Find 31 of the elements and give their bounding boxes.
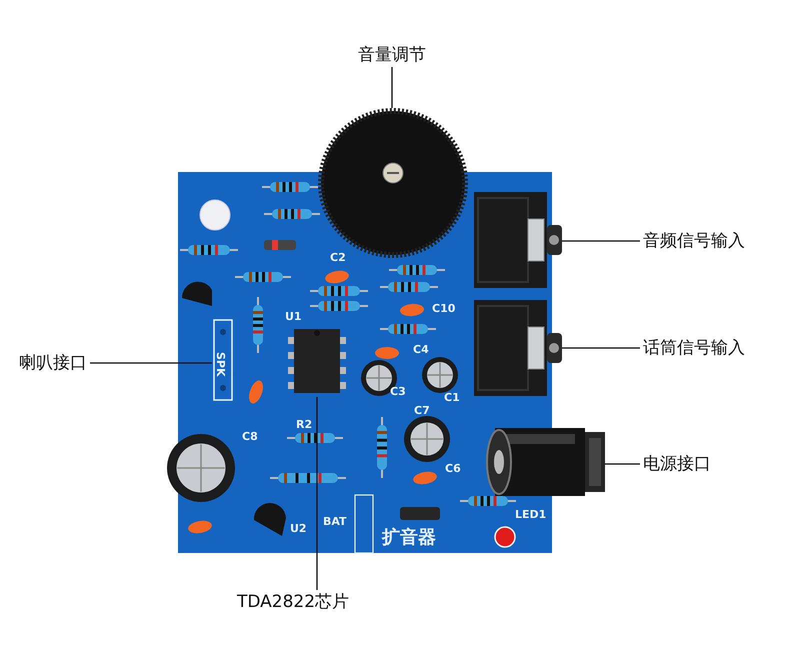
- callout-label: 音量调节: [355, 43, 429, 67]
- audio-jack: [474, 192, 562, 288]
- silkscreen-label: R2: [296, 419, 312, 431]
- callout-label: 话筒信号输入: [640, 336, 748, 360]
- callout-label: 喇叭接口: [16, 351, 90, 375]
- silkscreen-label: C1: [444, 392, 460, 404]
- callout-label: TDA2822芯片: [234, 590, 352, 614]
- speaker-pads: [212, 318, 234, 402]
- silkscreen-label: C2: [330, 252, 346, 264]
- silkscreen-label: C7: [414, 405, 430, 417]
- silkscreen-label: C6: [445, 463, 461, 475]
- leader-line: [605, 463, 640, 465]
- callout-label: 音频信号输入: [640, 229, 748, 253]
- silkscreen-label: BAT: [323, 516, 347, 528]
- silkscreen-label: U1: [285, 311, 302, 323]
- silkscreen-label: 扩音器: [382, 528, 436, 548]
- silkscreen-label: U2: [290, 523, 307, 535]
- silkscreen-label: C8: [242, 431, 258, 443]
- silkscreen-label: LED1: [515, 509, 546, 521]
- silkscreen-label: SPK: [214, 352, 226, 377]
- silkscreen-label: C4: [413, 344, 429, 356]
- leader-line: [90, 362, 212, 364]
- audio-jack: [474, 300, 562, 396]
- silkscreen-label: C3: [390, 386, 406, 398]
- silkscreen-label: C10: [432, 303, 456, 315]
- callout-label: 电源接口: [640, 452, 714, 476]
- leader-line: [391, 67, 393, 108]
- leader-line: [562, 347, 640, 349]
- leader-line: [316, 397, 318, 590]
- power-jack: [485, 426, 605, 498]
- leader-line: [562, 240, 640, 242]
